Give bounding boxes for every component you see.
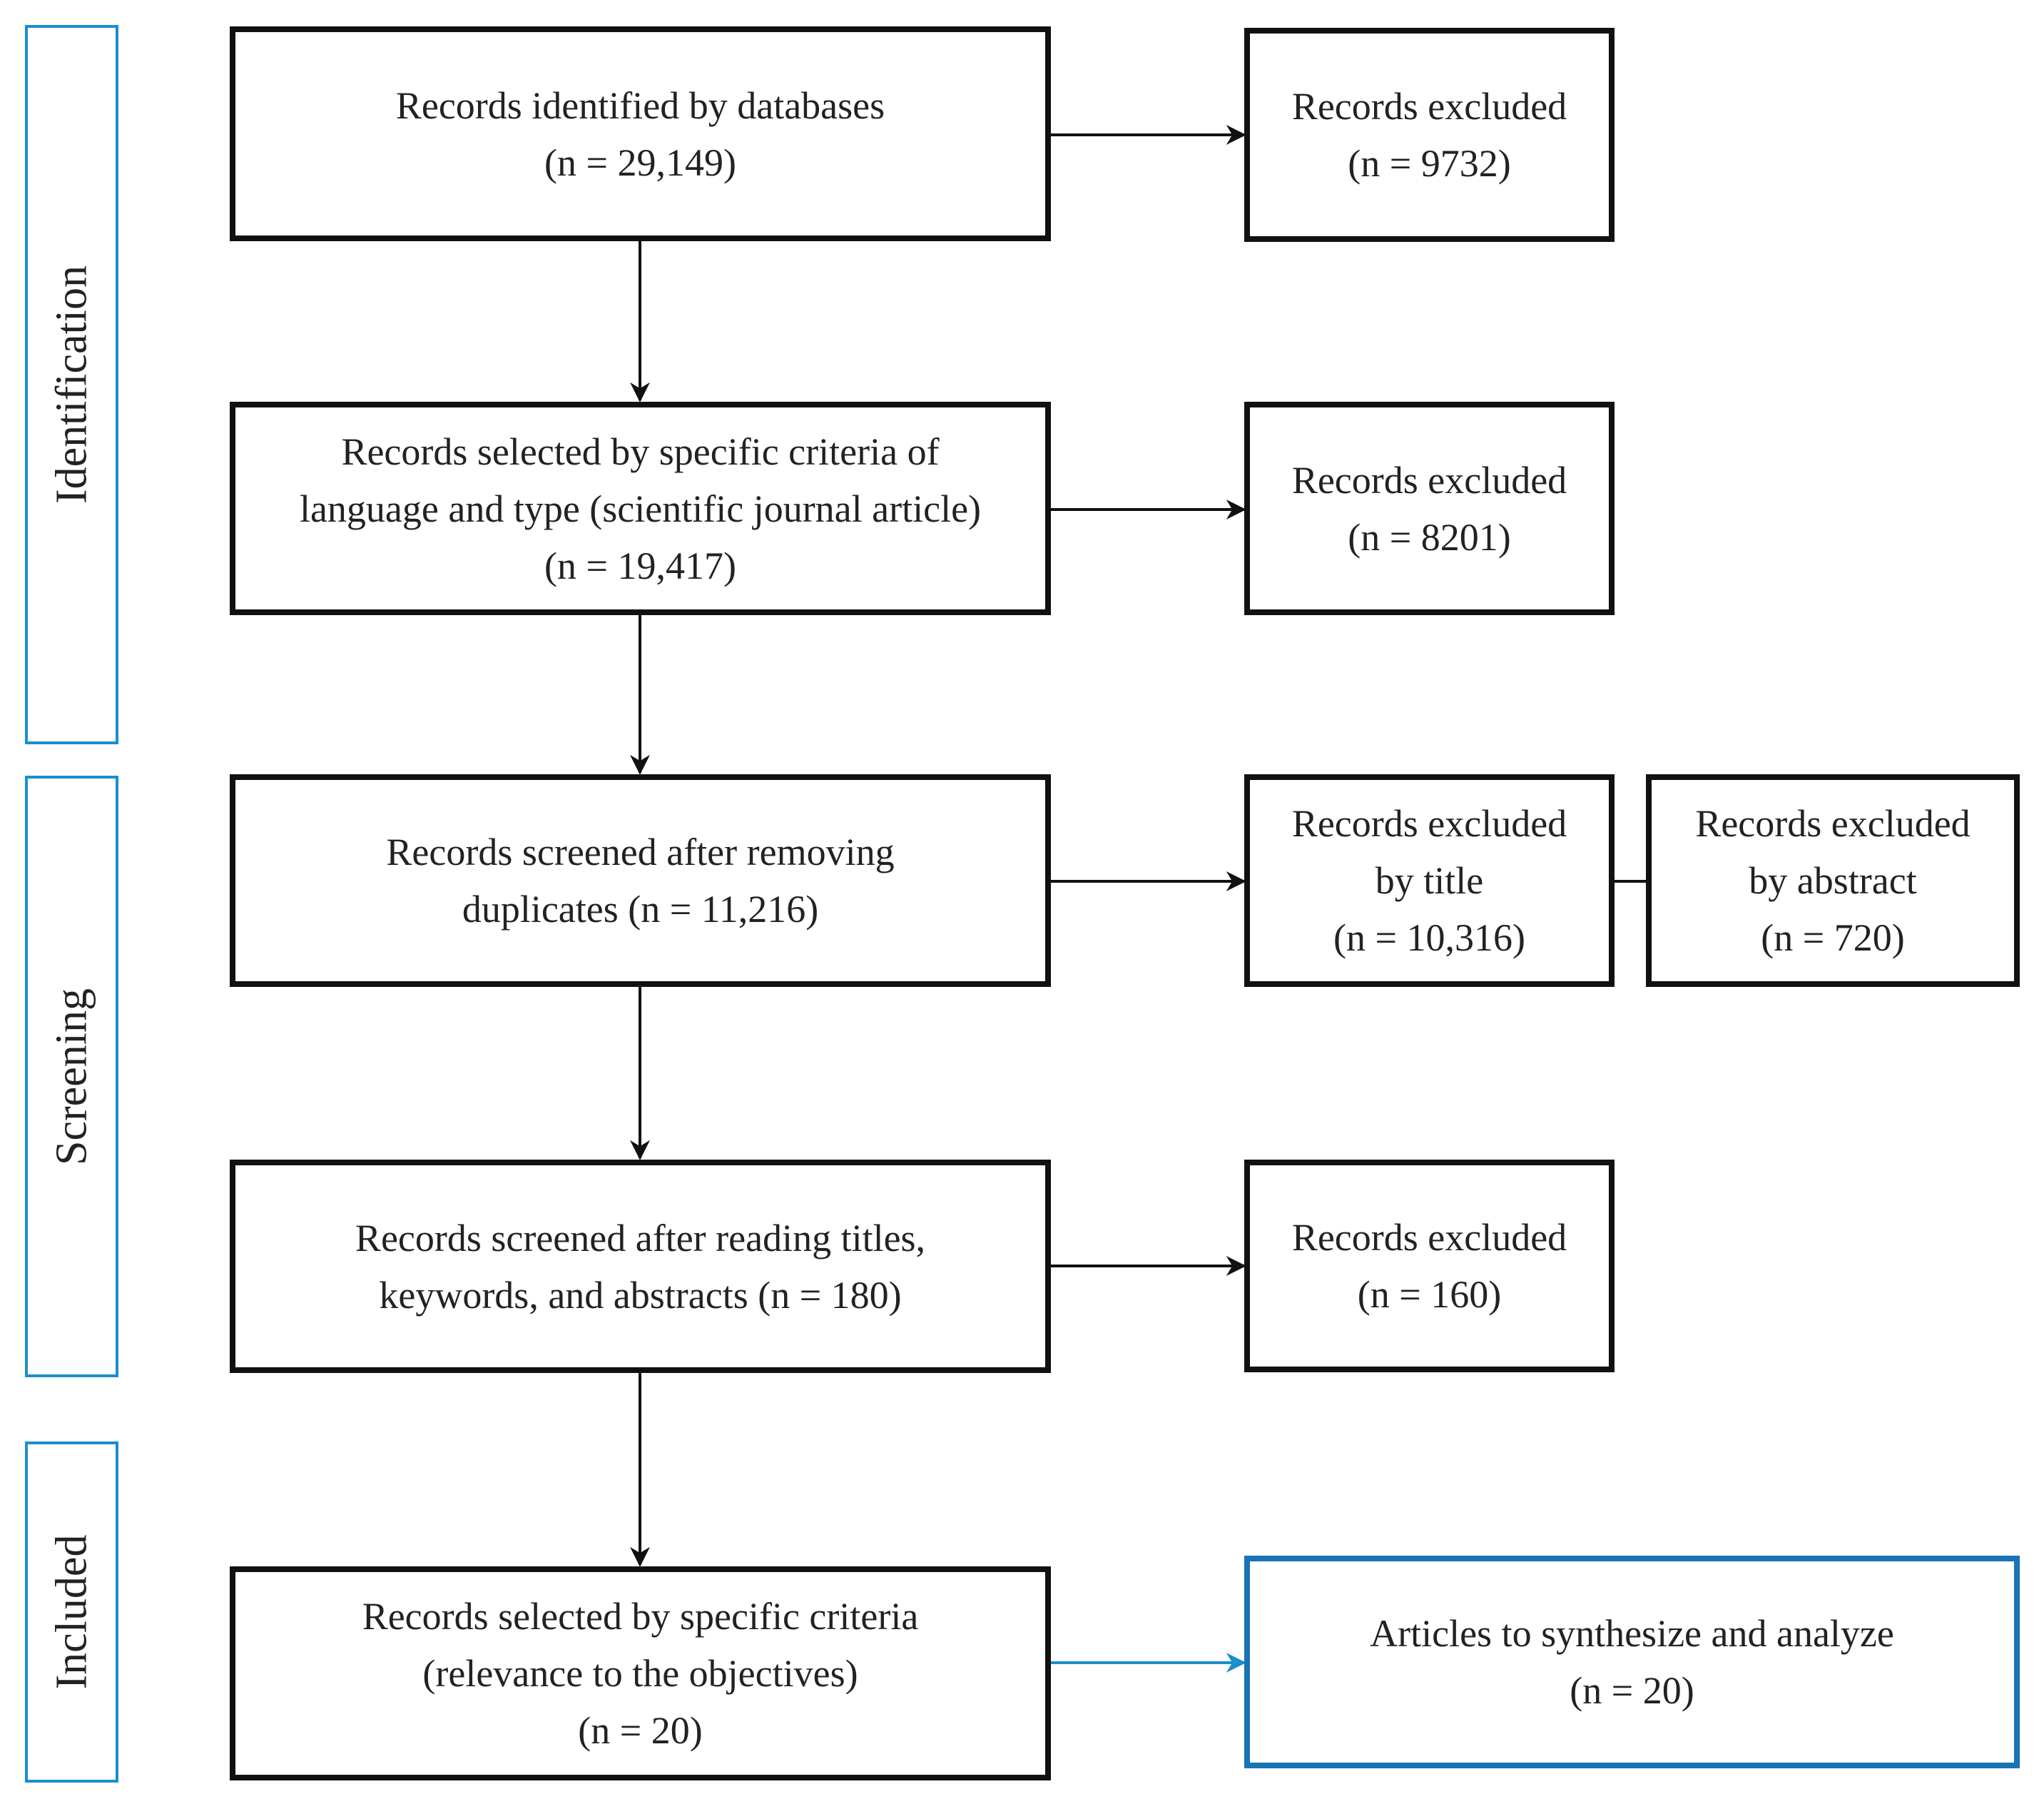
box-text-line: by abstract — [1749, 859, 1917, 902]
records-identified-box: Records identified by databases (n = 29,… — [230, 26, 1051, 241]
box-text-line: Records excluded — [1291, 802, 1567, 845]
box-text-line: (n = 20) — [1570, 1669, 1694, 1712]
box-text-line: (n = 720) — [1761, 916, 1905, 959]
box-text-line: Articles to synthesize and analyze — [1370, 1612, 1894, 1655]
box-text-line: (n = 160) — [1357, 1273, 1502, 1316]
records-excluded-box-1: Records excluded (n = 9732) — [1244, 28, 1615, 242]
box-text-line: duplicates (n = 11,216) — [462, 888, 819, 931]
box-text-line: (n = 29,149) — [544, 141, 736, 184]
box-text-line: (n = 10,316) — [1333, 916, 1525, 959]
records-screened-reading-box: Records screened after reading titles, k… — [230, 1160, 1051, 1373]
phase-included-label: Included — [47, 1534, 96, 1690]
records-excluded-abstract-box: Records excluded by abstract (n = 720) — [1646, 774, 2020, 987]
box-text-line: keywords, and abstracts (n = 180) — [379, 1273, 902, 1317]
box-text-line: Records excluded — [1695, 802, 1971, 845]
box-text-line: Records excluded — [1291, 85, 1567, 128]
box-text-line: Records excluded — [1291, 1216, 1567, 1259]
box-text-line: (n = 19,417) — [544, 544, 736, 587]
box-text-line: (relevance to the objectives) — [422, 1652, 858, 1695]
box-text-line: (n = 8201) — [1348, 515, 1511, 559]
records-excluded-box-4: Records excluded (n = 160) — [1244, 1160, 1615, 1372]
records-screened-duplicates-box: Records screened after removing duplicat… — [230, 774, 1051, 987]
box-text-line: Records selected by specific criteria — [362, 1595, 919, 1638]
box-text-line: language and type (scientific journal ar… — [299, 487, 982, 530]
phase-identification-label: Identification — [47, 265, 96, 504]
phase-screening: Screening — [25, 776, 118, 1377]
box-text-line: by title — [1375, 859, 1484, 902]
articles-to-synthesize-box: Articles to synthesize and analyze (n = … — [1244, 1556, 2020, 1768]
box-text-line: (n = 9732) — [1348, 142, 1511, 185]
box-text-line: Records screened after removing — [386, 831, 895, 873]
records-selected-relevance-box: Records selected by specific criteria (r… — [230, 1566, 1051, 1780]
records-excluded-title-box: Records excluded by title (n = 10,316) — [1244, 774, 1615, 987]
phase-identification: Identification — [25, 25, 118, 744]
box-text-line: Records screened after reading titles, — [355, 1216, 926, 1260]
box-text-line: Records selected by specific criteria of — [341, 430, 940, 473]
records-excluded-box-2: Records excluded (n = 8201) — [1244, 402, 1615, 615]
phase-included: Included — [25, 1441, 118, 1783]
box-text-line: Records identified by databases — [395, 83, 885, 127]
records-selected-language-box: Records selected by specific criteria of… — [230, 402, 1051, 615]
phase-screening-label: Screening — [47, 988, 96, 1165]
box-text-line: Records excluded — [1291, 458, 1567, 502]
box-text-line: (n = 20) — [578, 1709, 703, 1752]
